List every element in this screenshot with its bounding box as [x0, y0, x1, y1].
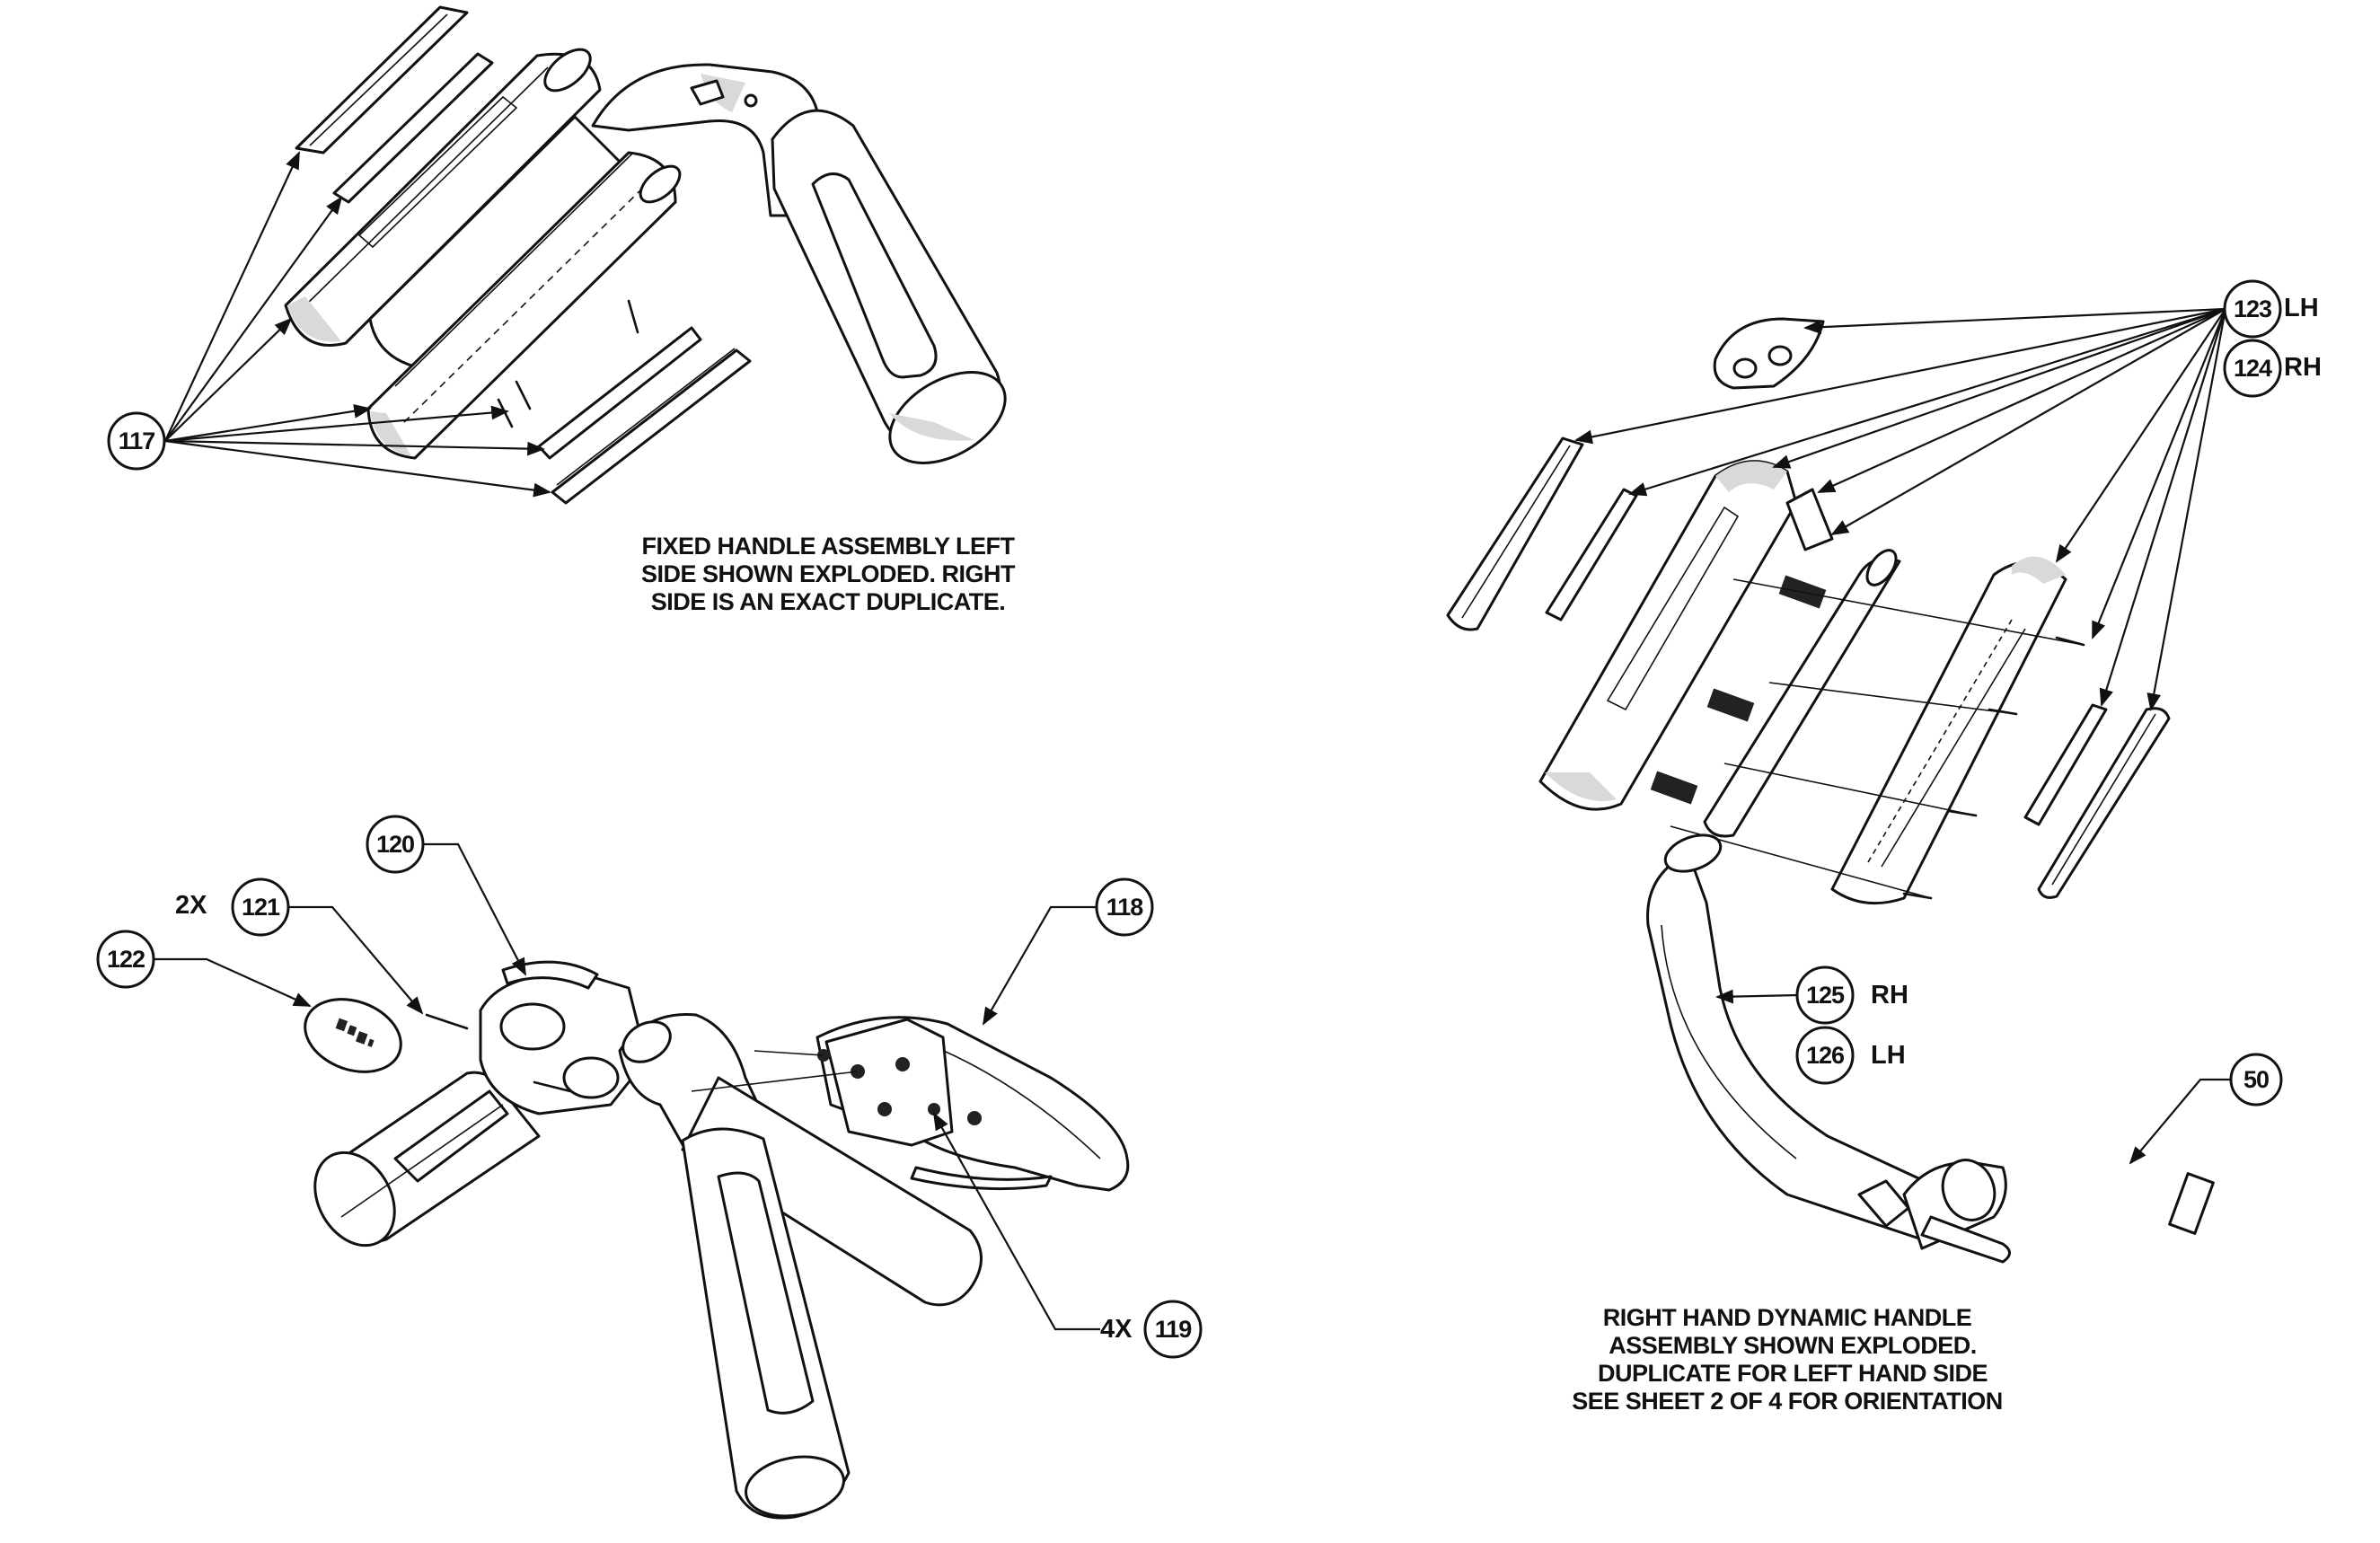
dynamic-handle-note: RIGHT HAND DYNAMIC HANDLE ASSEMBLY SHOWN… — [1572, 1304, 2003, 1415]
balloon-125-leader — [1715, 989, 1799, 1004]
grip-strip-2 — [332, 52, 494, 204]
fixed-handle-grip-endcap — [888, 371, 1007, 464]
side-123-label: LH — [2284, 294, 2319, 322]
svg-text:117: 117 — [119, 428, 155, 454]
balloon-123: 123 — [2223, 279, 2282, 339]
svg-text:50: 50 — [2243, 1066, 2269, 1093]
balloon-125: 125 — [1795, 965, 1855, 1025]
svg-text:RIGHT HAND DYNAMIC HANDLE: RIGHT HAND DYNAMIC HANDLE — [1603, 1304, 1971, 1331]
svg-text:119: 119 — [1155, 1316, 1193, 1343]
svg-text:124: 124 — [2234, 355, 2272, 382]
label-part-50 — [2168, 1172, 2215, 1235]
spring-clip — [1785, 488, 1834, 551]
qty-121-label: 2X — [175, 891, 207, 920]
svg-text:121: 121 — [242, 894, 280, 921]
svg-text:126: 126 — [1806, 1042, 1845, 1069]
side-124-label: RH — [2284, 353, 2322, 382]
balloon-117-leaders — [164, 151, 551, 498]
svg-text:118: 118 — [1106, 894, 1144, 921]
rail-strip-lower-2 — [551, 348, 752, 505]
balloon-118: 118 — [1095, 877, 1154, 937]
svg-text:SEE SHEET 2 OF 4 FOR ORIENTATI: SEE SHEET 2 OF 4 FOR ORIENTATION — [1572, 1388, 2003, 1415]
svg-text:SIDE IS AN EXACT DUPLICATE.: SIDE IS AN EXACT DUPLICATE. — [651, 588, 1006, 615]
balloon-121: 121 — [231, 877, 290, 937]
side-126-label: LH — [1871, 1041, 1906, 1070]
inner-cartridge-upper — [284, 52, 602, 347]
center-tube — [681, 1076, 983, 1307]
center-down-grip-endcap — [745, 1455, 845, 1518]
svg-text:FIXED HANDLE ASSEMBLY LEFT: FIXED HANDLE ASSEMBLY LEFT — [641, 533, 1015, 560]
svg-text:122: 122 — [107, 946, 145, 973]
dynamic-handle-assembly-drawing — [1446, 317, 2215, 1264]
balloon-124: 124 — [2223, 339, 2282, 398]
center-leaders — [153, 842, 1100, 1331]
balloon-122: 122 — [96, 930, 155, 989]
balloon-123-leaders — [1574, 307, 2227, 711]
balloon-120: 120 — [366, 815, 425, 874]
svg-text:125: 125 — [1806, 982, 1845, 1009]
fixed-handle-frame — [591, 63, 821, 217]
rail-strip-lower-1 — [537, 326, 702, 460]
svg-text:123: 123 — [2234, 295, 2272, 322]
svg-text:120: 120 — [376, 831, 414, 858]
center-handlebar-drawing — [304, 960, 1130, 1520]
svg-text:DUPLICATE FOR LEFT HAND SIDE: DUPLICATE FOR LEFT HAND SIDE — [1598, 1360, 1988, 1387]
grip-strip-top — [295, 5, 469, 154]
dynamic-handle-bracket — [1857, 1179, 1910, 1228]
dynamic-ratchet-cartridge — [1830, 560, 2067, 905]
center-shroud — [479, 973, 648, 1115]
balloon-126: 126 — [1795, 1026, 1855, 1085]
side-125-label: RH — [1871, 981, 1908, 1010]
dynamic-strip-right-2 — [2037, 707, 2171, 899]
svg-text:ASSEMBLY SHOWN EXPLODED.: ASSEMBLY SHOWN EXPLODED. — [1609, 1332, 1977, 1359]
balloon-50-leader — [2129, 1078, 2232, 1165]
dynamic-center-tube — [1703, 557, 1901, 838]
balloon-50: 50 — [2229, 1053, 2283, 1107]
logo-badge-mark — [335, 1018, 375, 1047]
console-bracket — [824, 1018, 954, 1147]
svg-text:SIDE SHOWN EXPLODED. RIGHT: SIDE SHOWN EXPLODED. RIGHT — [641, 560, 1016, 587]
fixed-handle-assembly-drawing — [284, 5, 1007, 505]
dynamic-strip-right-1 — [2023, 703, 2108, 826]
balloon-117: 117 — [107, 411, 166, 471]
balloon-119: 119 — [1143, 1300, 1203, 1359]
qty-119-label: 4X — [1100, 1315, 1133, 1344]
dynamic-strip-left-2 — [1545, 488, 1638, 622]
fixed-handle-note: FIXED HANDLE ASSEMBLY LEFT SIDE SHOWN EX… — [641, 533, 1017, 615]
